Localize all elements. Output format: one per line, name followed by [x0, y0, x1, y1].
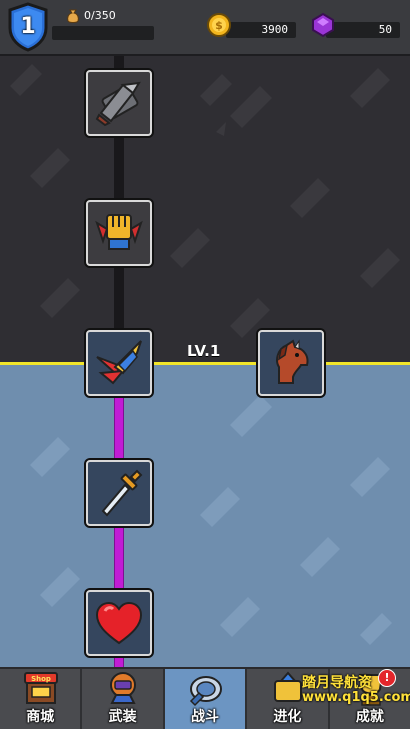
- xp-progress-bar: [52, 26, 154, 40]
- sword-icon: [101, 469, 143, 517]
- skill-node-drill[interactable]: [86, 330, 152, 396]
- tab-shop-label: 商城: [26, 709, 55, 725]
- achievement-alert-badge: !: [378, 669, 397, 687]
- drill-icon: [96, 340, 142, 385]
- gem-counter: 50: [326, 22, 400, 38]
- bullet-icon: [95, 81, 141, 127]
- tab-evolve-label: 进化: [273, 709, 302, 725]
- skill-node-horse[interactable]: [258, 330, 324, 396]
- evolve-icon: [274, 671, 303, 702]
- xp-sack-icon: [67, 9, 79, 23]
- tab-achievement-label: 成就: [355, 709, 384, 725]
- gem-icon: [312, 12, 334, 38]
- skill-node-heart[interactable]: [86, 590, 152, 656]
- rocket-pattern-light: [30, 395, 392, 645]
- top-bar: 1 0/350 3900 $ 50: [0, 0, 410, 56]
- coin-counter: 3900: [226, 22, 296, 38]
- battle-icon: [189, 676, 222, 707]
- locked-zone-background: [0, 56, 410, 363]
- watermark-text: 踏月导航资: [302, 675, 372, 691]
- level-label: LV.1: [187, 342, 221, 360]
- armor-icon: [110, 672, 137, 704]
- bottom-nav: Shop 商城 武装 战斗 进化 ! 成就: [0, 667, 410, 729]
- horse-icon: [276, 339, 309, 384]
- level-divider-line: [0, 362, 410, 365]
- skill-node-bullet[interactable]: [86, 70, 152, 136]
- coin-icon: $: [207, 13, 231, 37]
- skill-node-sword[interactable]: [86, 460, 152, 526]
- tab-armor-label: 武装: [108, 709, 137, 725]
- tab-armor[interactable]: 武装: [82, 669, 165, 729]
- tab-battle-label: 战斗: [191, 709, 220, 725]
- svg-text:$: $: [215, 19, 223, 32]
- watermark-url: www.q1q5.com: [302, 690, 410, 705]
- achievement-icon: [358, 674, 383, 706]
- svg-text:Shop: Shop: [31, 675, 51, 683]
- tab-shop[interactable]: Shop 商城: [0, 669, 83, 729]
- shop-icon: Shop: [24, 672, 58, 704]
- fist-icon: [95, 214, 143, 250]
- player-level: 1: [20, 14, 36, 39]
- heart-icon: [95, 601, 143, 645]
- xp-progress-text: 0/350: [84, 9, 116, 22]
- tab-evolve[interactable]: 进化: [247, 669, 330, 729]
- unlocked-zone-background: [0, 365, 410, 667]
- tab-achievement[interactable]: ! 成就: [329, 669, 410, 729]
- level-shield-icon: [8, 2, 48, 52]
- tab-battle[interactable]: 战斗: [164, 669, 248, 729]
- rocket-pattern: [10, 64, 400, 338]
- skill-node-fist[interactable]: [86, 200, 152, 266]
